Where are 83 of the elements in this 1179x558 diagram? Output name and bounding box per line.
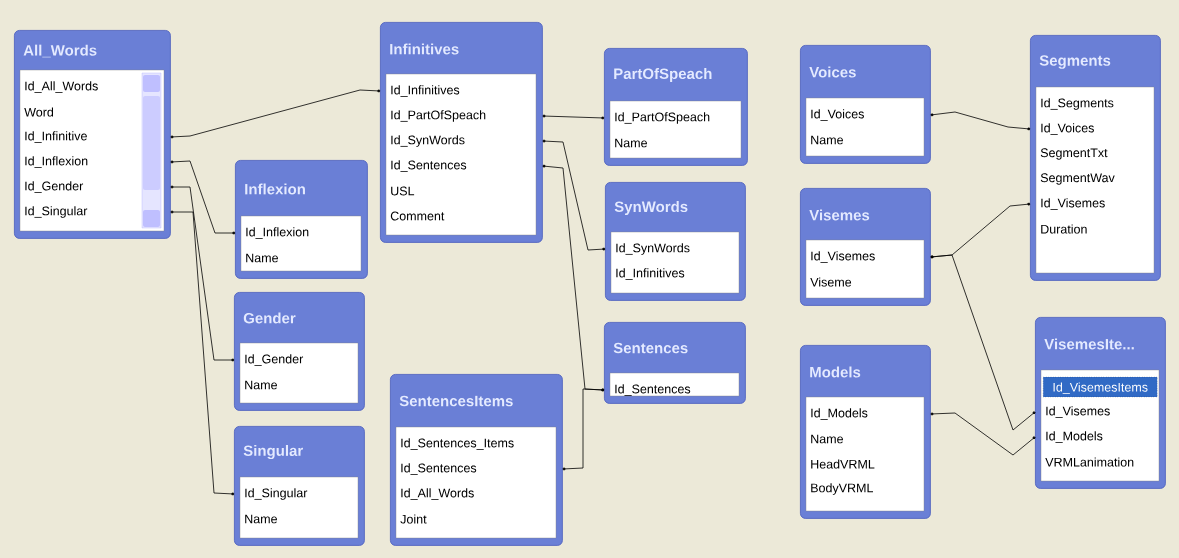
field-name: SegmentTxt [1040,148,1108,160]
table-title: Visemes [809,209,870,221]
table-title: Gender [243,312,296,324]
table-box [234,292,365,411]
relationship-line [542,139,606,251]
table-title: Infinitives [390,43,459,55]
field-name: Id_All_Words [25,81,98,93]
table-title: Singular [243,445,303,460]
table-box [14,30,171,239]
field-name: HeadVRML [811,459,875,469]
relationship-line [930,412,1036,456]
field-name: Id_Segments [1041,98,1114,110]
relationship-line [170,160,235,235]
field-name: VRMLanimation [1045,457,1134,467]
relationship-line [930,254,1036,431]
field-name: Comment [390,211,445,221]
table-box [390,374,563,546]
table-box [800,188,931,306]
table-title: Inflexion [245,183,305,195]
field-name: Id_Gender [25,181,84,193]
field-name: Id_SynWords [391,135,465,147]
table-box [380,22,543,243]
table-title: SentencesItems [399,395,513,407]
table-title: All_Words [23,44,97,58]
field-name: Joint [400,514,427,524]
table-title: PartOfSpeach [614,68,712,82]
table-box [800,45,931,164]
table-box [604,48,748,166]
field-name: Id_Visemes [811,251,875,263]
table-title: SynWords [614,201,688,215]
field-name: Name [245,380,277,390]
field-name: Id_Singular [245,488,308,500]
table-box [605,182,746,301]
selected-field: Id_VisemesItems [1043,376,1158,398]
field-name: Id_Gender [245,354,304,366]
field-name: Id_Inflexion [246,227,309,239]
field-name: Id_Infinitives [616,268,685,280]
field-name: Id_SynWords [616,243,690,255]
table-box [1035,317,1166,489]
field-name: Id_Infinitive [25,131,87,143]
relationship-line [170,185,234,362]
field-name: Id_Sentences_Items [401,438,514,450]
field-name: Id_Infinitives [391,85,460,97]
field-name: USL [391,186,415,196]
field-name: Name [245,514,277,524]
table-box [234,426,365,546]
field-name: BodyVRML [811,483,873,495]
field-name: Name [811,135,843,145]
field-name: Name [811,434,843,444]
relationship-line [930,111,1031,131]
field-name: Id_Visemes [1041,198,1105,210]
table-title: Segments [1039,55,1111,69]
field-name: Id_Models [1046,431,1103,443]
field-name: Id_Sentences [401,463,477,475]
field-name: Name [246,253,278,263]
field-name: SegmentWav [1040,173,1115,185]
field-name: Id_PartOfSpeach [615,112,710,124]
relationship-line [562,388,605,471]
field-name: Duration [1041,224,1087,234]
table-title: Voices [809,66,856,78]
field-name: Id_All_Words [401,488,474,500]
table-box [800,345,931,519]
field-name: Id_Sentences [615,384,691,396]
field-name: Id_Models [811,408,868,420]
relationship-line [542,114,605,120]
field-name: Id_Inflexion [25,156,88,168]
relationship-line [170,89,381,139]
field-name: Id_PartOfSpeach [391,110,486,122]
table-title: VisemesIte... [1044,338,1134,350]
table-title: Sentences [613,342,688,354]
table-title: Models [810,366,861,378]
field-name: Name [615,138,647,148]
relationship-line [170,210,235,496]
table-box [235,160,368,279]
field-name: Id_Singular [25,206,88,218]
field-name: Id_Sentences [391,160,467,172]
field-name: Id_Visemes [1046,406,1110,418]
field-name: Id_Voices [1041,123,1094,135]
table-box [604,322,746,404]
field-name: Viseme [810,277,852,287]
field-name: Id_Voices [811,109,864,121]
table-box [1030,35,1161,281]
field-name: Word [24,107,54,117]
